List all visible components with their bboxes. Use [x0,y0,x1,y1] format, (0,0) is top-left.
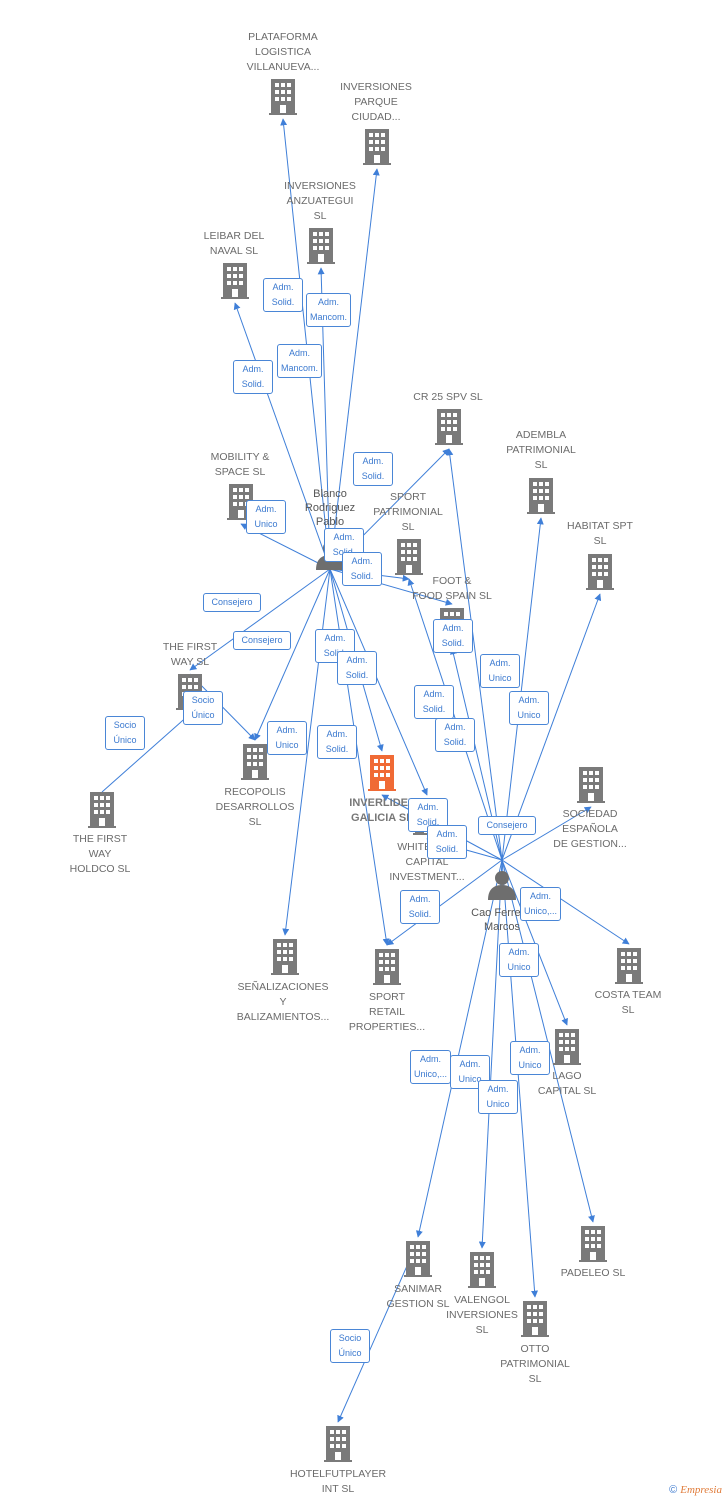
building-icon[interactable] [363,129,391,165]
company-label-costa[interactable]: COSTA TEAM SL [594,989,662,1016]
edge-label-blanco-first_way[interactable]: Consejero [203,593,261,612]
edge-label-blanco-inverlidel[interactable]: Adm. Solid. [337,651,377,685]
edge-label-blanco-plataforma[interactable]: Adm. Solid. [263,278,303,312]
edge-label-sanimar-hotelfut[interactable]: Socio Único [330,1329,370,1363]
company-label-padeleo[interactable]: PADELEO SL [560,1267,626,1279]
building-icon[interactable] [615,948,643,984]
edge-label-cao-valengol[interactable]: Adm. Unico [450,1055,490,1089]
building-icon[interactable] [241,744,269,780]
edge-label-first_way-recopolis[interactable]: Socio Único [183,691,223,725]
edge-label-blanco-inv_anzuategui[interactable]: Adm. Mancom. [277,344,323,378]
building-icon[interactable] [577,767,605,803]
company-label-first_way[interactable]: THE FIRST WAY SL [162,641,218,668]
edge-blanco-white [329,568,428,796]
company-label-hotelfut[interactable]: HOTELFUTPLAYER INT SL [289,1468,387,1495]
edge-label-blanco-inv_parque[interactable]: Adm. Mancom. [306,293,352,327]
edge-label-cao-padeleo[interactable]: Adm. Unico [510,1041,550,1075]
edge-label-cao-cr25[interactable]: Adm. Solid. [435,718,475,752]
edge-cao-sociedad [501,806,592,861]
building-icon[interactable] [324,1426,352,1462]
edge-label-cao-inverlidel[interactable]: Adm. Solid. [408,798,448,832]
edge-cao-habitat [501,593,602,861]
edge-label-cao-sociedad[interactable]: Consejero [478,816,536,835]
building-icon[interactable] [579,1226,607,1262]
edge-label-cao-otto[interactable]: Adm. Unico [478,1080,518,1114]
edge-sanimar-hotelfut [337,1240,419,1423]
building-icon[interactable] [221,263,249,299]
building-icon[interactable] [88,792,116,828]
building-icon[interactable] [468,1252,496,1288]
company-label-recopolis[interactable]: RECOPOLIS DESARROLLOS SL [215,786,295,828]
company-label-mobility[interactable]: MOBILITY & SPACE SL [210,451,270,478]
edge-blanco-leibar [233,302,331,570]
building-icon[interactable] [521,1301,549,1337]
edge-label-blanco-cr25[interactable]: Adm. Solid. [353,452,393,486]
edge-label-cao-foot[interactable]: Adm. Solid. [433,619,473,653]
company-label-foot[interactable]: FOOT & FOOD SPAIN SL [412,575,492,602]
footer-brand: © Empresia [669,1484,722,1496]
edge-label-first_way_holdco-first_way[interactable]: Socio Único [105,716,145,750]
company-label-cr25[interactable]: CR 25 SPV SL [413,391,483,403]
edge-label-cao-sanimar[interactable]: Adm. Unico,... [410,1050,452,1084]
company-label-lago[interactable]: LAGO CAPITAL SL [537,1070,597,1097]
edge-blanco-recopolis [254,568,331,741]
building-icon[interactable] [527,478,555,514]
edge-cao-otto [501,859,539,1298]
edge-label-cao-costa[interactable]: Adm. Unico,... [520,887,562,921]
building-icon[interactable] [307,228,335,264]
edge-label-blanco-senal[interactable]: Adm. Unico [267,721,307,755]
edge-first_way_holdco-first_way [101,713,191,793]
edge-label-blanco-mobility[interactable]: Adm. Unico [246,500,286,534]
building-icon[interactable] [269,79,297,115]
company-label-adembla[interactable]: ADEMBLA PATRIMONIAL SL [506,429,576,471]
edge-label-cao-sport_patr[interactable]: Adm. Solid. [414,685,454,719]
building-icon[interactable] [404,1241,432,1277]
edge-label-blanco-foot[interactable]: Adm. Solid. [342,552,382,586]
company-label-inv_anzuategui[interactable]: INVERSIONES ANZUATEGUI SL [284,180,356,222]
company-label-first_way_holdco[interactable]: THE FIRST WAY HOLDCO SL [69,833,131,875]
company-label-inv_parque[interactable]: INVERSIONES PARQUE CIUDAD... [340,81,412,123]
edge-cao-costa [501,859,630,945]
company-label-sport_retail[interactable]: SPORT RETAIL PROPERTIES... [348,991,426,1033]
edge-label-cao-sport_retail[interactable]: Adm. Solid. [400,890,440,924]
company-label-leibar[interactable]: LEIBAR DEL NAVAL SL [203,230,265,257]
edge-label-blanco-recopolis[interactable]: Consejero [233,631,291,650]
person-label-blanco[interactable]: Blanco Rodriguez Pablo [304,488,356,528]
company-label-inverlidel[interactable]: INVERLIDEL GALICIA SL [349,797,415,824]
company-label-sanimar[interactable]: SANIMAR GESTION SL [386,1283,450,1310]
edge-label-blanco-leibar[interactable]: Adm. Solid. [233,360,273,394]
edge-label-cao-habitat[interactable]: Adm. Unico [509,691,549,725]
company-label-habitat[interactable]: HABITAT SPT SL [567,520,633,547]
building-icon[interactable] [553,1029,581,1065]
edge-cao-lago [501,859,568,1026]
edge-cao-valengol [478,859,503,1249]
building-icon[interactable] [368,755,396,791]
edge-label-cao-adembla[interactable]: Adm. Unico [480,654,520,688]
copyright-symbol: © [669,1484,678,1496]
building-icon[interactable] [586,554,614,590]
edge-cao-cr25 [446,448,503,861]
company-label-sociedad[interactable]: SOCIEDAD ESPAÑOLA DE GESTION... [553,808,627,850]
building-icon[interactable] [373,949,401,985]
edge-label-cao-lago[interactable]: Adm. Unico [499,943,539,977]
edge-blanco-first_way [189,568,331,671]
company-label-sport_patr[interactable]: SPORT PATRIMONIAL SL [373,491,443,533]
empresia-logo: Empresia [680,1484,722,1496]
edge-label-blanco-sport_retail[interactable]: Adm. Solid. [317,725,357,759]
company-label-valengol[interactable]: VALENGOL INVERSIONES SL [446,1294,518,1336]
building-icon[interactable] [435,409,463,445]
company-label-otto[interactable]: OTTO PATRIMONIAL SL [500,1343,570,1385]
edge-blanco-inv_parque [329,168,380,570]
building-icon[interactable] [395,539,423,575]
edge-cao-adembla [501,517,544,861]
edge-cao-sport_retail [386,859,503,946]
building-icon[interactable] [271,939,299,975]
company-label-plataforma[interactable]: PLATAFORMA LOGISTICA VILLANUEVA... [246,31,320,73]
company-label-senal[interactable]: SEÑALIZACIONES Y BALIZAMIENTOS... [236,981,330,1023]
edge-label-cao-white[interactable]: Adm. Solid. [427,825,467,859]
edge-cao-sanimar [415,859,503,1238]
